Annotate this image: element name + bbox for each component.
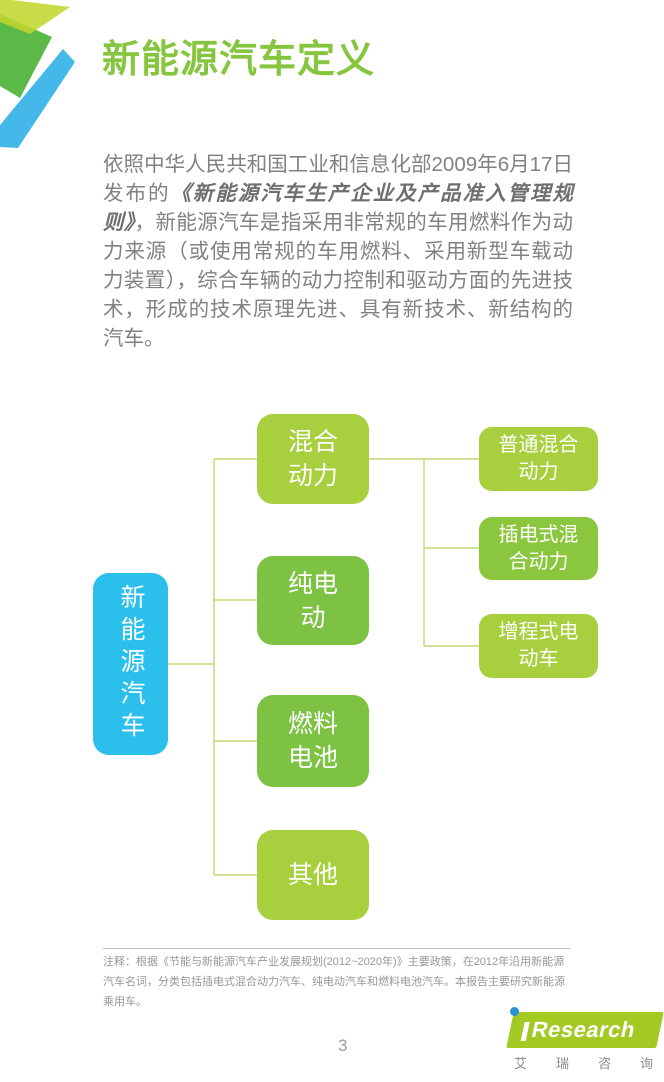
node-label-other: 其他 [287,861,338,889]
diagram-node-fuel-cell: 燃料电池 [257,695,369,787]
diagram-node-plugin-hybrid: 插电式混合动力 [479,517,598,580]
iresearch-logo-mark: Research [506,1012,664,1048]
iresearch-logo: Research 艾瑞咨询 [500,1007,664,1072]
page-number: 3 [338,1036,348,1055]
diagram-node-other: 其他 [257,830,369,920]
node-label-normal-hybrid: 普通混合动力 [498,434,579,483]
definition-paragraph: 依照中华人民共和国工业和信息化部2009年6月17日发布的《新能源汽车生产企业及… [103,150,573,353]
corner-decoration [0,0,75,148]
node-label-hybrid: 混合动力 [287,428,338,490]
logo-i-dot-icon [510,1007,519,1016]
deco-blue-shape [0,49,75,148]
node-label-plugin-hybrid: 插电式混合动力 [498,523,579,573]
deco-lime-shape [0,0,70,34]
node-label-new-energy-vehicle: 新能源汽车 [117,584,145,744]
footnote-divider [103,948,570,949]
diagram-node-hybrid: 混合动力 [257,414,369,504]
deco-green-shape [0,14,52,98]
paragraph-part1: 依照中华人民共和国工业和信息化部2009年6月17日发布的 [103,153,573,205]
node-label-pure-electric: 纯电动 [287,569,338,632]
node-label-fuel-cell: 燃料电池 [287,710,338,772]
logo-text: Research [529,1017,638,1042]
logo-chinese-name: 艾瑞咨询 [514,1056,653,1071]
logo-i-stem-icon [520,1021,530,1041]
page-title: 新能源汽车定义 [102,39,376,81]
node-label-extended-range-ev: 增程式电动车 [498,621,579,670]
diagram-node-normal-hybrid: 普通混合动力 [479,427,598,491]
paragraph-part2: ，新能源汽车是指采用非常规的车用燃料作为动力来源（或使用常规的车用燃料、采用新型… [103,211,574,350]
diagram-node-extended-range-ev: 增程式电动车 [479,614,598,678]
regulation-book-title: 《新能源汽车生产企业及产品准入管理规则》 [103,182,574,234]
footnote-text: 注释：根据《节能与新能源汽车产业发展规划(2012~2020年)》主要政策，在2… [103,956,565,1008]
diagram-node-pure-electric: 纯电动 [257,556,369,645]
diagram-node-new-energy-vehicle: 新能源汽车 [93,573,168,755]
